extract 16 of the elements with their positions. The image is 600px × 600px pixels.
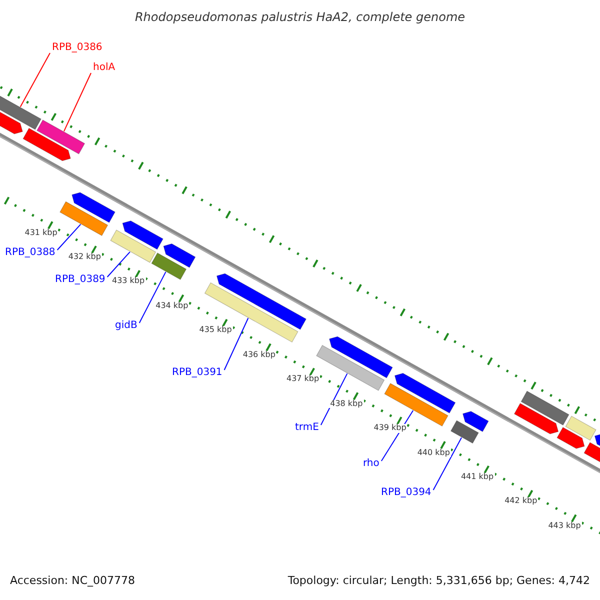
scale-label: 439 kbp bbox=[372, 424, 408, 433]
scale-label: 440 kbp bbox=[416, 448, 451, 458]
scale-label: 442 kbp bbox=[504, 497, 538, 506]
scale-label: 434 kbp bbox=[154, 302, 190, 311]
scale-label: 436 kbp bbox=[242, 350, 276, 360]
footer-text: Accession: NC_007778 bbox=[10, 575, 136, 588]
scale-label: 443 kbp bbox=[547, 522, 582, 531]
scale-label: 435 kbp bbox=[198, 326, 233, 336]
scale-label: 441 kbp bbox=[460, 472, 495, 482]
footer-text: Topology: circular; Length: 5,331,656 bp; Genes: 4,742 bbox=[288, 575, 590, 588]
scale-label: 433 kbp bbox=[110, 277, 146, 286]
scale-label: 432 kbp bbox=[67, 253, 102, 262]
scale-label: 438 kbp bbox=[329, 400, 364, 408]
scale-label: 431 kbp bbox=[24, 228, 58, 238]
scale-label: 437 kbp bbox=[285, 375, 320, 384]
title: Rhodopseudomonas palustris HaA2, complete genome bbox=[134, 11, 466, 24]
